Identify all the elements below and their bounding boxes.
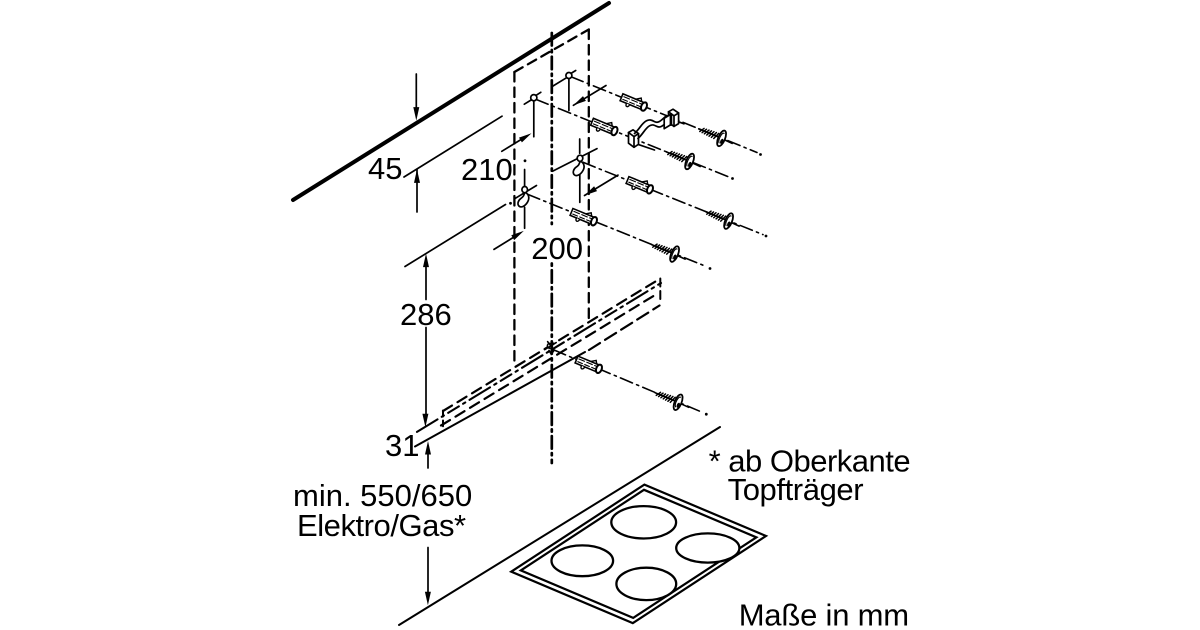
svg-text:Maße in mm: Maße in mm [739,598,909,630]
svg-text:210: 210 [461,152,513,187]
svg-text:* ab Oberkante: * ab Oberkante [709,444,911,479]
svg-text:45: 45 [368,151,402,186]
svg-text:min. 550/650: min. 550/650 [293,478,472,513]
svg-text:200: 200 [531,231,583,266]
svg-text:Elektro/Gas*: Elektro/Gas* [297,508,466,543]
svg-text:31: 31 [385,428,419,463]
svg-text:286: 286 [400,297,452,332]
svg-text:Topfträger: Topfträger [728,472,864,507]
